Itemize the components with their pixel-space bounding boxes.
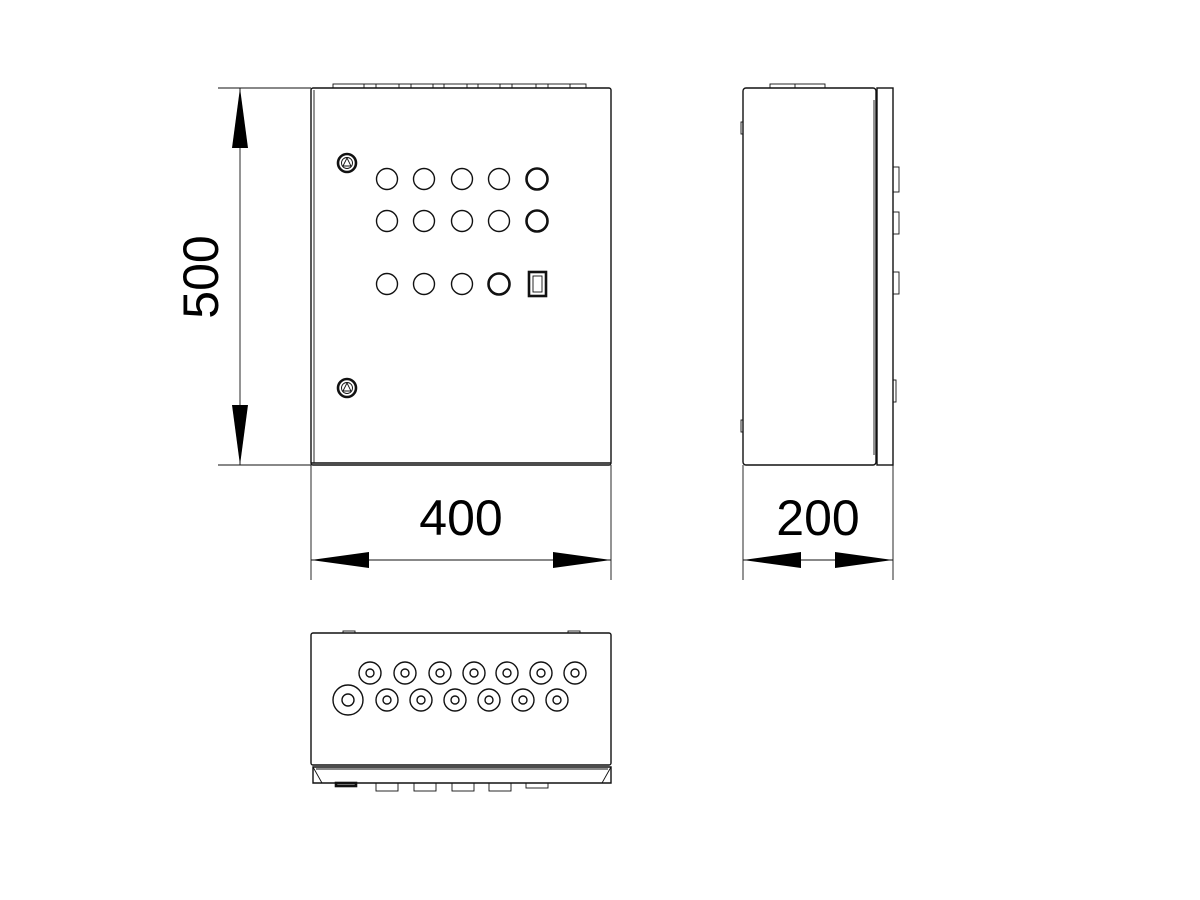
indicator-lamp-icon (487, 167, 511, 191)
side-view (740, 83, 900, 466)
pushbutton-icon (487, 272, 511, 296)
indicator-lamp-icon (375, 209, 399, 233)
width-dimension: 400 (310, 465, 612, 580)
cable-gland-icon (375, 688, 399, 712)
cable-gland-icon (358, 661, 382, 685)
width-label: 400 (419, 490, 502, 546)
enclosure-bottom (310, 632, 612, 766)
cable-gland-icon (545, 688, 569, 712)
door-edge (876, 87, 894, 466)
depth-dimension: 200 (742, 465, 894, 580)
cable-gland-icon (443, 688, 467, 712)
cable-gland-icon (563, 661, 587, 685)
pushbutton-icon (525, 209, 549, 233)
cable-gland-icon (529, 661, 553, 685)
pushbutton-icon (525, 167, 549, 191)
indicator-lamp-icon (412, 209, 436, 233)
cable-gland-icon (332, 684, 364, 716)
cable-gland-icon (495, 661, 519, 685)
indicator-lamp-icon (375, 167, 399, 191)
cable-gland-icon (409, 688, 433, 712)
top-glands-strip (332, 83, 587, 89)
height-dimension: 500 (173, 87, 311, 466)
cable-gland-icon (477, 688, 501, 712)
cable-glands (332, 661, 587, 716)
depth-label: 200 (776, 490, 859, 546)
cable-gland-icon (428, 661, 452, 685)
cable-gland-icon (511, 688, 535, 712)
cable-gland-icon (462, 661, 486, 685)
indicator-lamp-icon (450, 272, 474, 296)
lock-icon (336, 377, 358, 399)
indicator-lamp-icon (412, 272, 436, 296)
switch-icon (527, 270, 548, 298)
lock-icon (336, 152, 358, 174)
front-view (310, 83, 612, 466)
indicator-lamp-icon (487, 209, 511, 233)
indicator-lamps (375, 167, 549, 296)
indicator-lamp-icon (375, 272, 399, 296)
indicator-lamp-icon (450, 167, 474, 191)
cable-gland-icon (393, 661, 417, 685)
height-label: 500 (173, 235, 229, 318)
enclosure-body (742, 87, 877, 466)
enclosure-door (310, 87, 612, 466)
indicator-lamp-icon (450, 209, 474, 233)
indicator-lamp-icon (412, 167, 436, 191)
bottom-view (310, 630, 612, 792)
